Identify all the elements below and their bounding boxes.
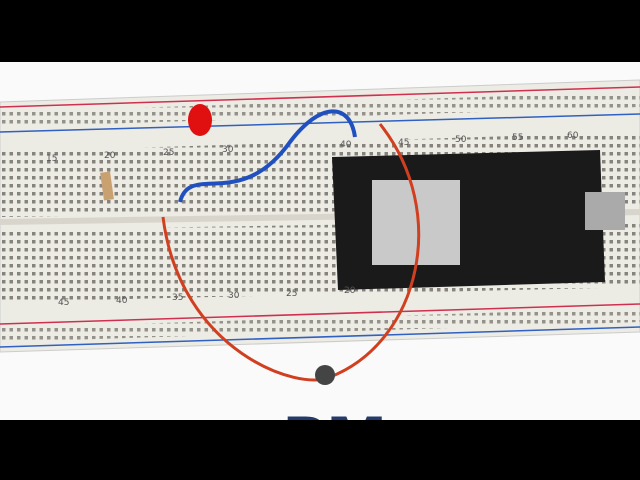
column-number: 40 [340,140,352,150]
rail-red-bottom [0,303,640,325]
column-number: 40 [116,296,128,306]
rail-holes-bottom [0,308,640,342]
column-number: 25 [286,289,298,299]
led [188,104,212,136]
breadboard-scene [0,79,640,385]
column-number: 45 [398,138,410,148]
column-number: 20 [104,151,116,161]
rm-logo: RM [282,404,387,420]
rail-holes-top [0,92,640,127]
photo: 15 20 25 30 40 45 50 55 60 45 40 35 30 2… [0,62,640,420]
column-number: 35 [172,293,184,303]
column-number: 15 [46,154,58,164]
resistor [100,171,114,201]
column-number: 50 [455,135,467,145]
rail-blue-bottom [0,326,640,348]
usb-c-port [585,192,625,230]
column-number: 45 [58,298,70,308]
rail-red-top [0,86,640,108]
column-number: 25 [163,148,175,158]
wire-blue [178,109,357,203]
column-number: 30 [222,145,234,155]
wire-clip [315,365,335,385]
rail-blue-top [0,113,640,133]
esp32-module [372,180,460,265]
column-number: 55 [512,133,524,143]
column-number: 60 [567,131,579,141]
column-number: 30 [228,291,240,301]
column-number: 20 [344,286,356,296]
